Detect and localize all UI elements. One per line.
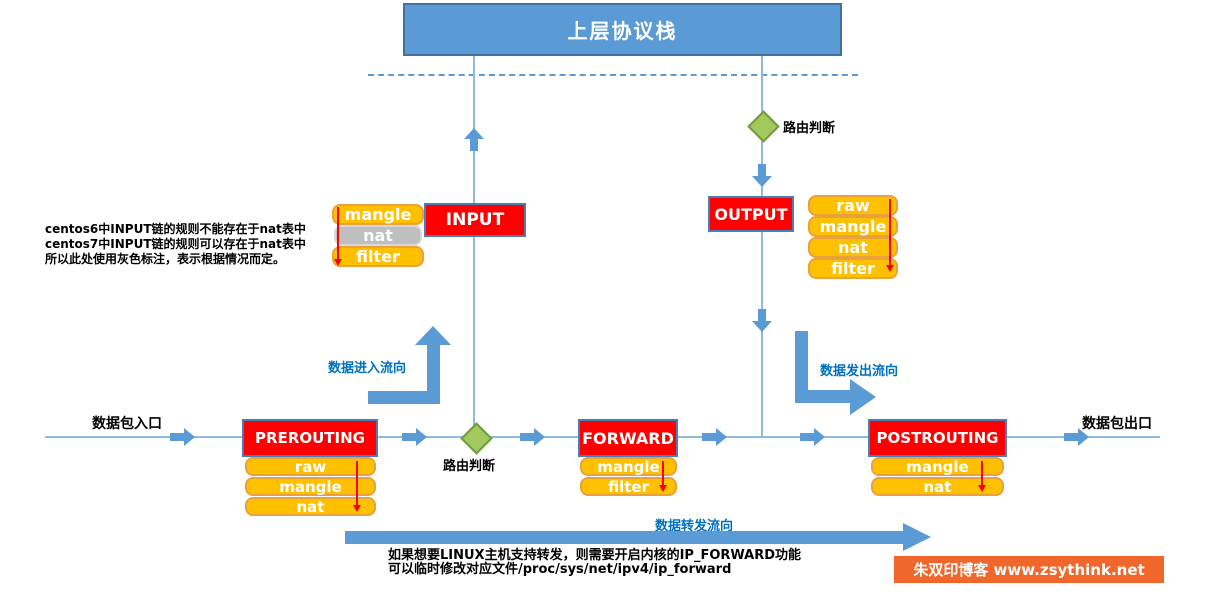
chain-box-postrouting: POSTROUTING: [868, 419, 1007, 457]
watermark-badge: 朱双印博客 www.zsythink.net: [894, 556, 1164, 583]
chain-box-input: INPUT: [424, 203, 526, 237]
left-vertical-connector: [473, 52, 475, 427]
postrouting-table-nat: nat: [871, 477, 1004, 496]
routing-decision-diamond-mid: [460, 422, 493, 455]
up-arrow-icon: [464, 128, 484, 151]
forward-table-mangle: mangle: [580, 457, 677, 476]
forward-table-filter: filter: [580, 477, 677, 496]
flow-out-label: 数据发出流向: [820, 364, 899, 379]
input-table-order-arrow-icon: [334, 207, 342, 266]
chain-prerouting-label: PREROUTING: [255, 429, 365, 447]
prerouting-table-raw: raw: [245, 457, 376, 476]
flow-in-elbow-arrow-vertical: [427, 345, 440, 404]
centos-note-line2: centos7中INPUT链的规则可以存在于nat表中: [45, 237, 306, 251]
output-table-raw: raw: [808, 195, 898, 216]
postrouting-table-mangle: mangle: [871, 457, 1004, 476]
input-table-filter: filter: [332, 246, 424, 267]
routing-decision-diamond-top: [747, 110, 780, 143]
output-table-mangle: mangle: [808, 216, 898, 237]
input-table-nat: nat: [334, 225, 422, 246]
right-arrow-icon: [702, 428, 727, 446]
routing-decision-mid-label: 路由判断: [443, 459, 496, 474]
watermark-text: 朱双印博客 www.zsythink.net: [913, 561, 1145, 579]
prerouting-table-nat: nat: [245, 497, 376, 516]
flow-out-elbow-arrow: [795, 390, 850, 403]
centos-note-line3: 所以此处使用灰色标注，表示根据情况而定。: [45, 252, 286, 266]
flow-in-label: 数据进入流向: [328, 361, 407, 376]
ip-forward-note: 如果想要LINUX主机支持转发，则需要开启内核的IP_FORWARD功能 可以临…: [388, 549, 801, 577]
flow-out-arrowhead-icon: [850, 379, 876, 415]
flow-out-elbow-arrow-vertical: [795, 331, 808, 397]
output-table-nat: nat: [808, 237, 898, 258]
down-arrow-icon: [752, 309, 772, 332]
packet-out-label: 数据包出口: [1082, 416, 1152, 432]
chain-output-label: OUTPUT: [714, 204, 788, 224]
upper-protocol-stack-box: 上层协议栈: [403, 3, 842, 56]
centos-note-line1: centos6中INPUT链的规则不能存在于nat表中: [45, 222, 306, 236]
prerouting-table-mangle: mangle: [245, 477, 376, 496]
flow-forward-label: 数据转发流向: [655, 519, 734, 534]
ip-forward-note-line1: 如果想要LINUX主机支持转发，则需要开启内核的IP_FORWARD功能: [388, 548, 802, 563]
forward-table-order-arrow-icon: [659, 461, 667, 492]
right-arrow-icon: [1064, 428, 1089, 446]
ip-forward-note-line2: 可以临时修改对应文件/proc/sys/net/ipv4/ip_forward: [388, 562, 732, 577]
input-table-mangle: mangle: [332, 204, 424, 225]
flow-forward-arrow: [345, 531, 903, 544]
output-table-order-arrow-icon: [886, 199, 894, 272]
right-arrow-icon: [402, 428, 427, 446]
flow-in-elbow-arrow: [368, 391, 440, 404]
packet-in-label: 数据包入口: [92, 416, 162, 432]
output-table-filter: filter: [808, 258, 898, 279]
chain-box-forward: FORWARD: [578, 419, 678, 457]
upper-protocol-stack-label: 上层协议栈: [567, 19, 678, 43]
chain-input-label: INPUT: [445, 210, 505, 230]
chain-forward-label: FORWARD: [582, 428, 674, 448]
right-arrow-icon: [800, 428, 825, 446]
right-arrow-icon: [520, 428, 545, 446]
right-vertical-connector: [761, 52, 763, 437]
prerouting-table-order-arrow-icon: [353, 461, 361, 512]
chain-box-prerouting: PREROUTING: [242, 419, 378, 457]
routing-decision-top-label: 路由判断: [783, 121, 836, 136]
down-arrow-icon: [752, 164, 772, 187]
dashed-separator-line: [368, 74, 858, 76]
postrouting-table-order-arrow-icon: [978, 461, 986, 492]
right-arrow-icon: [170, 428, 195, 446]
flow-in-arrowhead-icon: [415, 326, 451, 345]
flow-forward-arrowhead-icon: [903, 523, 931, 551]
centos-note: centos6中INPUT链的规则不能存在于nat表中 centos7中INPU…: [45, 222, 306, 267]
chain-postrouting-label: POSTROUTING: [876, 429, 999, 447]
chain-box-output: OUTPUT: [708, 196, 794, 232]
